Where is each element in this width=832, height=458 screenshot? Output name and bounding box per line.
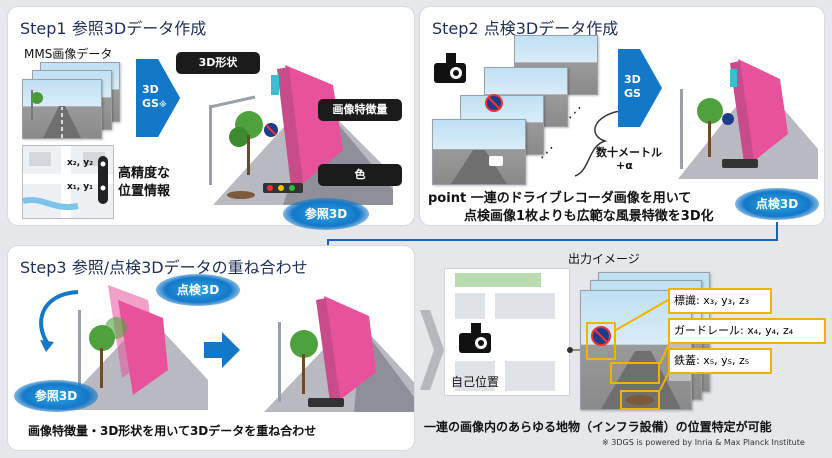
- step3-panel: Step3 参照/点検3Dデータの重ね合わせ 点検3D 参照3D 画像特徴量・3…: [8, 246, 414, 450]
- point-line2: 点検画像1枚よりも広範な風景特徴を3D化: [464, 205, 714, 224]
- point-line1: point 一連のドライブレコーダ画像を用いて: [428, 187, 691, 206]
- self-position-label: 自己位置: [451, 373, 499, 390]
- right-arrow-icon: [204, 332, 240, 368]
- step1-panel: Step1 参照3Dデータ作成 MMS画像データ x₂, y₂ x₁, y₁ 高…: [8, 7, 414, 225]
- shape-label: 3D形状: [176, 52, 260, 74]
- gs2-line2: GS: [624, 87, 641, 100]
- distance-line2: +α: [616, 159, 633, 172]
- output-caption: 一連の画像内のあらゆる地物（インフラ設備）の位置特定が可能: [424, 418, 772, 435]
- output-panel: 出力イメージ 自己位置: [420, 246, 824, 450]
- no-parking-sign-icon: [484, 93, 504, 113]
- inspection-3d-badge-step3: 点検3D: [156, 274, 240, 306]
- drive-photo-1: [432, 119, 526, 185]
- manhole-coordinate-box: 鉄蓋: x₅, y₅, z₅: [668, 348, 772, 374]
- self-map-card: 自己位置: [444, 268, 570, 396]
- dashcam-icon: [430, 51, 470, 87]
- inspection-3d-badge: 点検3D: [735, 188, 819, 220]
- inspection-3d-scene: [668, 49, 818, 179]
- mms-photo-front: [22, 79, 102, 139]
- road-sketch-icon: [23, 80, 101, 138]
- dashcam-icon-output: [455, 321, 495, 357]
- position-info-line2: 位置情報: [118, 180, 170, 199]
- dots-2: ⋰: [540, 145, 554, 161]
- distance-line1: 数十メートル: [596, 144, 662, 160]
- highlight-sign: [586, 322, 616, 362]
- map-card: x₂, y₂ x₁, y₁: [22, 145, 114, 219]
- aligned-3d-scene: [244, 282, 414, 412]
- guardrail-coordinate-box: ガードレール: x₄, y₄, z₄: [668, 318, 826, 344]
- output-title: 出力イメージ: [568, 250, 640, 267]
- color-label: 色: [318, 164, 402, 186]
- feature-label: 画像特徴量: [318, 99, 402, 121]
- position-info-line1: 高精度な: [118, 162, 170, 181]
- reference-3d-badge: 参照3D: [283, 198, 369, 230]
- step3-caption: 画像特徴量・3D形状を用いて3Dデータを重ね合わせ: [28, 422, 316, 439]
- gs2-line1: 3D: [624, 73, 641, 86]
- map-coord-1: x₁, y₁: [67, 182, 93, 192]
- gray-chevron-icon: [420, 310, 444, 390]
- map-coord-2: x₂, y₂: [67, 158, 93, 168]
- footnote: ※ 3DGS is powered by Inria & Max Planck …: [602, 438, 805, 447]
- vehicle-track-icon: [97, 156, 109, 206]
- reference-3d-badge-step3: 参照3D: [14, 380, 98, 412]
- gs-line2: GS※: [142, 97, 167, 110]
- sign-coordinate-box: 標識: x₃, y₃, z₃: [668, 288, 772, 314]
- step3-title: Step3 参照/点検3Dデータの重ね合わせ: [20, 254, 308, 278]
- mms-label: MMS画像データ: [24, 45, 112, 62]
- step1-title: Step1 参照3Dデータ作成: [20, 15, 206, 39]
- step2-panel: Step2 点検3Dデータ作成 ⋰ ⋰ 数十メートル +α 3D GS: [420, 7, 824, 225]
- gs-line1: 3D: [142, 83, 159, 96]
- drive-road-icon: [433, 120, 525, 184]
